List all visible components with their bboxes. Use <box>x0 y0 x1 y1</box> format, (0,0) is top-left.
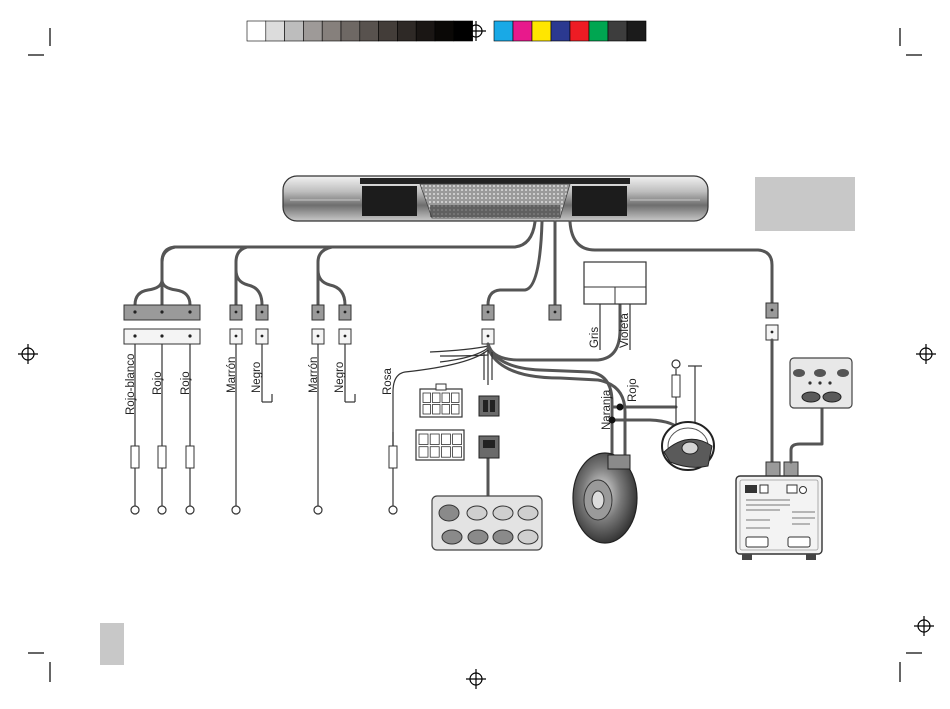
connector-pin <box>452 393 460 403</box>
label-negro-2: Negro <box>334 362 346 393</box>
connector-plug-bottom <box>479 436 499 458</box>
registration-target-right <box>916 344 936 364</box>
multi-pin-connector-bottom <box>416 430 464 460</box>
process-swatch <box>608 21 627 41</box>
steering-wheel-icon <box>662 422 714 470</box>
center-connector <box>482 305 561 344</box>
gray-swatch <box>341 21 360 41</box>
connector-pin <box>441 434 450 445</box>
multi-pin-connector-top <box>420 384 462 417</box>
page-tab-marker <box>755 177 855 231</box>
process-swatch <box>551 21 570 41</box>
page-corner-marker <box>100 623 124 665</box>
connector-pin <box>453 434 462 445</box>
label-rojo-blanco: Rojo-blanco <box>125 354 137 415</box>
gray-swatch <box>435 21 454 41</box>
label-rojo-horn: Rojo <box>627 378 639 402</box>
label-rojo-2: Rojo <box>180 371 192 395</box>
connector-plug-top <box>479 396 499 416</box>
control-unit-icon <box>736 476 822 560</box>
gray-swatch <box>322 21 341 41</box>
gray-calibration-bar <box>247 21 473 41</box>
process-swatch <box>589 21 608 41</box>
label-marron-2: Marrón <box>308 357 320 393</box>
label-negro-1: Negro <box>251 362 263 393</box>
connector-pin <box>430 434 439 445</box>
gray-swatch <box>360 21 379 41</box>
registration-target-left <box>18 344 38 364</box>
connector-pin <box>430 447 439 458</box>
switch-panel-icon <box>432 496 542 550</box>
wire-terminals <box>131 506 397 514</box>
gray-swatch <box>247 21 266 41</box>
fuses <box>131 446 397 468</box>
gray-swatch <box>285 21 304 41</box>
process-swatch <box>570 21 589 41</box>
process-swatch <box>627 21 646 41</box>
process-swatch <box>494 21 513 41</box>
process-swatch <box>532 21 551 41</box>
gray-swatch <box>379 21 398 41</box>
label-naranja: Naranja <box>601 389 613 430</box>
harness-wires <box>135 222 772 305</box>
process-swatch <box>513 21 532 41</box>
connector-pin <box>419 434 428 445</box>
connector-pin <box>433 405 441 415</box>
registration-target-bottom <box>466 669 486 689</box>
gray-swatch <box>303 21 322 41</box>
label-rojo-1: Rojo <box>152 371 164 395</box>
connector-group-brown-black-2 <box>312 305 351 344</box>
gray-swatch <box>397 21 416 41</box>
label-marron-1: Marrón <box>226 357 238 393</box>
connector-pin <box>423 393 431 403</box>
connector-pin <box>453 447 462 458</box>
gray-swatch <box>454 21 473 41</box>
horn-speaker-icon <box>573 453 637 543</box>
connector-pin <box>452 405 460 415</box>
lower-wires <box>135 344 393 507</box>
connector-pin <box>423 405 431 415</box>
lightbar-icon <box>283 176 708 221</box>
connector-group-brown-black-1 <box>230 305 268 344</box>
connector-group-power <box>124 305 200 344</box>
process-color-bar <box>494 21 646 41</box>
label-gris: Gris <box>589 327 601 348</box>
connector-pin <box>442 393 450 403</box>
connector-pin <box>419 447 428 458</box>
remote-panel-icon <box>790 358 852 408</box>
connector-pin <box>433 393 441 403</box>
gray-swatch <box>266 21 285 41</box>
connector-pin <box>442 405 450 415</box>
registration-target-bottom-right <box>914 616 934 636</box>
connector-pin <box>441 447 450 458</box>
gray-swatch <box>416 21 435 41</box>
label-rosa: Rosa <box>382 368 394 395</box>
label-violeta: Violeta <box>619 312 631 348</box>
